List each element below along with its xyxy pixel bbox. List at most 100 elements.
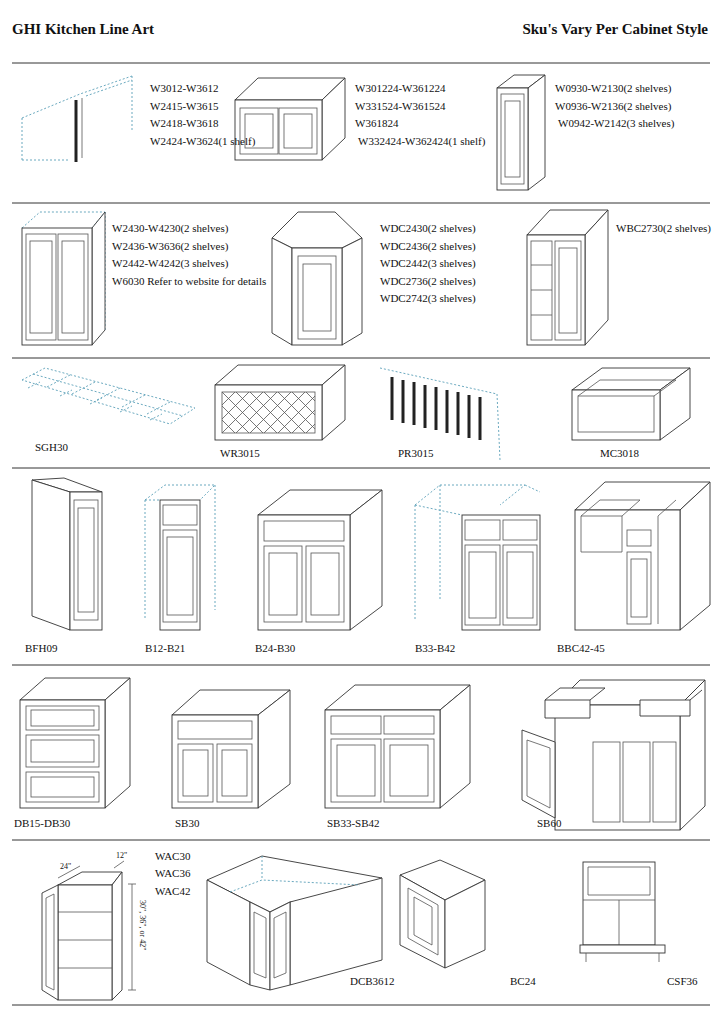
sink-base-drawing: [337, 745, 375, 796]
blind-corner-drawing: [575, 482, 710, 630]
corner-base-drawing: [400, 875, 445, 968]
sink-front-drawing: [586, 953, 659, 962]
wall-cabinet-drawing: [559, 248, 577, 333]
wall-cabinet-drawing: [284, 114, 312, 148]
sink-base-drawing: [331, 739, 381, 802]
base-cabinet-drawing: [78, 508, 94, 612]
drawer-base-drawing: [31, 740, 94, 762]
wall-cabinet-drawing: [527, 235, 585, 345]
sink-base-drawing: [623, 742, 650, 822]
sink-base-drawing: [390, 745, 428, 796]
corner-cabinet-drawing: [342, 238, 362, 345]
sku-label: W331524-W361524: [355, 100, 445, 113]
sink-base-drawing: [384, 716, 434, 734]
microwave-cabinet-drawing: [572, 390, 660, 440]
corner-base-drawing: [400, 860, 485, 968]
sink-base-drawing: [527, 740, 550, 808]
sku-label: SGH30: [35, 441, 68, 454]
base-cabinet-drawing: [415, 485, 540, 630]
sink-front-drawing: [583, 862, 655, 945]
base-cabinet-drawing: [264, 521, 344, 541]
sku-label: W2418-W3618: [150, 117, 218, 130]
glass-rack-drawing: [22, 368, 195, 424]
base-cabinet-drawing: [306, 546, 344, 622]
sku-label: W3012-W3612: [150, 82, 218, 95]
wall-cabinet-drawing: [497, 75, 545, 190]
blind-corner-drawing: [627, 530, 651, 546]
sku-label: DCB3612: [350, 975, 395, 988]
plate-rack-drawing: [392, 377, 480, 440]
drawer-base-drawing: [20, 678, 130, 808]
drawer-base-drawing: [26, 706, 99, 730]
sink-base-drawing: [183, 750, 208, 796]
lazy-susan-drawing: [254, 912, 286, 978]
glass-rack-drawing: [22, 368, 195, 424]
wall-cabinet-drawing: [62, 241, 84, 333]
sku-label: W0930-W2130(2 shelves): [555, 82, 671, 95]
plate-rack-drawing: [380, 368, 500, 460]
base-cabinet-drawing: [503, 520, 537, 540]
section-rule: [12, 63, 710, 64]
sku-label: WR3015: [220, 447, 260, 460]
microwave-cabinet-drawing: [578, 380, 676, 396]
base-cabinet-drawing: [167, 537, 193, 615]
wall-cabinet-drawing: [235, 100, 322, 160]
sink-base-drawing: [555, 705, 680, 830]
sink-base-drawing: [522, 680, 705, 830]
wall-cabinet-drawing: [528, 75, 545, 190]
lazy-susan-drawing: [207, 880, 250, 985]
base-cabinet-drawing: [465, 520, 500, 540]
wall-cabinet-drawing: [501, 94, 524, 184]
drawer-base-drawing: [20, 700, 105, 808]
sku-label: SB30: [175, 817, 199, 830]
drawer-base-drawing: [31, 777, 94, 797]
wall-cabinet-drawing: [235, 78, 345, 160]
base-cabinet-drawing: [145, 485, 215, 630]
sink-base-drawing: [258, 690, 290, 808]
wine-rack-drawing: [222, 392, 315, 433]
base-cabinet-drawing: [503, 545, 537, 625]
wall-cabinet-drawing: [555, 241, 581, 340]
sku-label: W301224-W361224: [355, 82, 445, 95]
page-note: Sku's Vary Per Cabinet Style: [522, 20, 708, 38]
sink-base-drawing: [331, 716, 381, 734]
section-rule: [12, 63, 710, 1005]
angle-wall-cabinet-drawing: [42, 885, 58, 1000]
wall-cabinet-drawing: [527, 210, 608, 345]
corner-base-drawing: [414, 897, 432, 945]
wall-cabinet-drawing: [58, 234, 88, 340]
base-cabinet-drawing: [258, 515, 350, 630]
corner-cabinet-drawing: [272, 238, 292, 345]
sku-label: B24-B30: [255, 642, 295, 655]
sku-label: WDC2442(3 shelves): [380, 257, 476, 270]
wall-cabinet-drawing: [92, 212, 105, 345]
page-title: GHI Kitchen Line Art: [12, 20, 154, 38]
blind-corner-drawing: [581, 500, 640, 552]
sku-label: B33-B42: [415, 642, 455, 655]
sku-label: WDC2736(2 shelves): [380, 275, 476, 288]
sku-label: W2424-W3624(1 shelf): [150, 135, 255, 148]
sku-label: DB15-DB30: [14, 817, 70, 830]
lazy-susan-drawing: [290, 878, 382, 985]
angle-wall-cabinet-drawing: [58, 885, 112, 1000]
microwave-cabinet-drawing: [572, 368, 690, 440]
sink-base-drawing: [178, 744, 213, 802]
base-cabinet-drawing: [32, 480, 70, 630]
dimension-label: 24": [60, 862, 71, 872]
sku-label: BC24: [510, 975, 536, 988]
wall-cabinet-drawing: [22, 76, 132, 162]
sku-label: WAC42: [155, 885, 190, 898]
wall-cabinet-drawing: [505, 101, 520, 177]
wine-rack-lattice: [222, 392, 315, 433]
base-cabinet-drawing: [264, 546, 302, 622]
wall-cabinet-drawing: [531, 265, 552, 315]
angle-wall-cabinet-drawing: [42, 861, 136, 1000]
angle-wall-cabinet-drawing: [46, 894, 54, 990]
microwave-cabinet-drawing: [578, 396, 654, 432]
wine-rack-lattice: [222, 392, 315, 433]
sink-base-drawing: [384, 739, 434, 802]
sink-base-drawing: [545, 688, 605, 718]
sku-label: WDC2436(2 shelves): [380, 240, 476, 253]
corner-cabinet-drawing: [272, 212, 362, 248]
